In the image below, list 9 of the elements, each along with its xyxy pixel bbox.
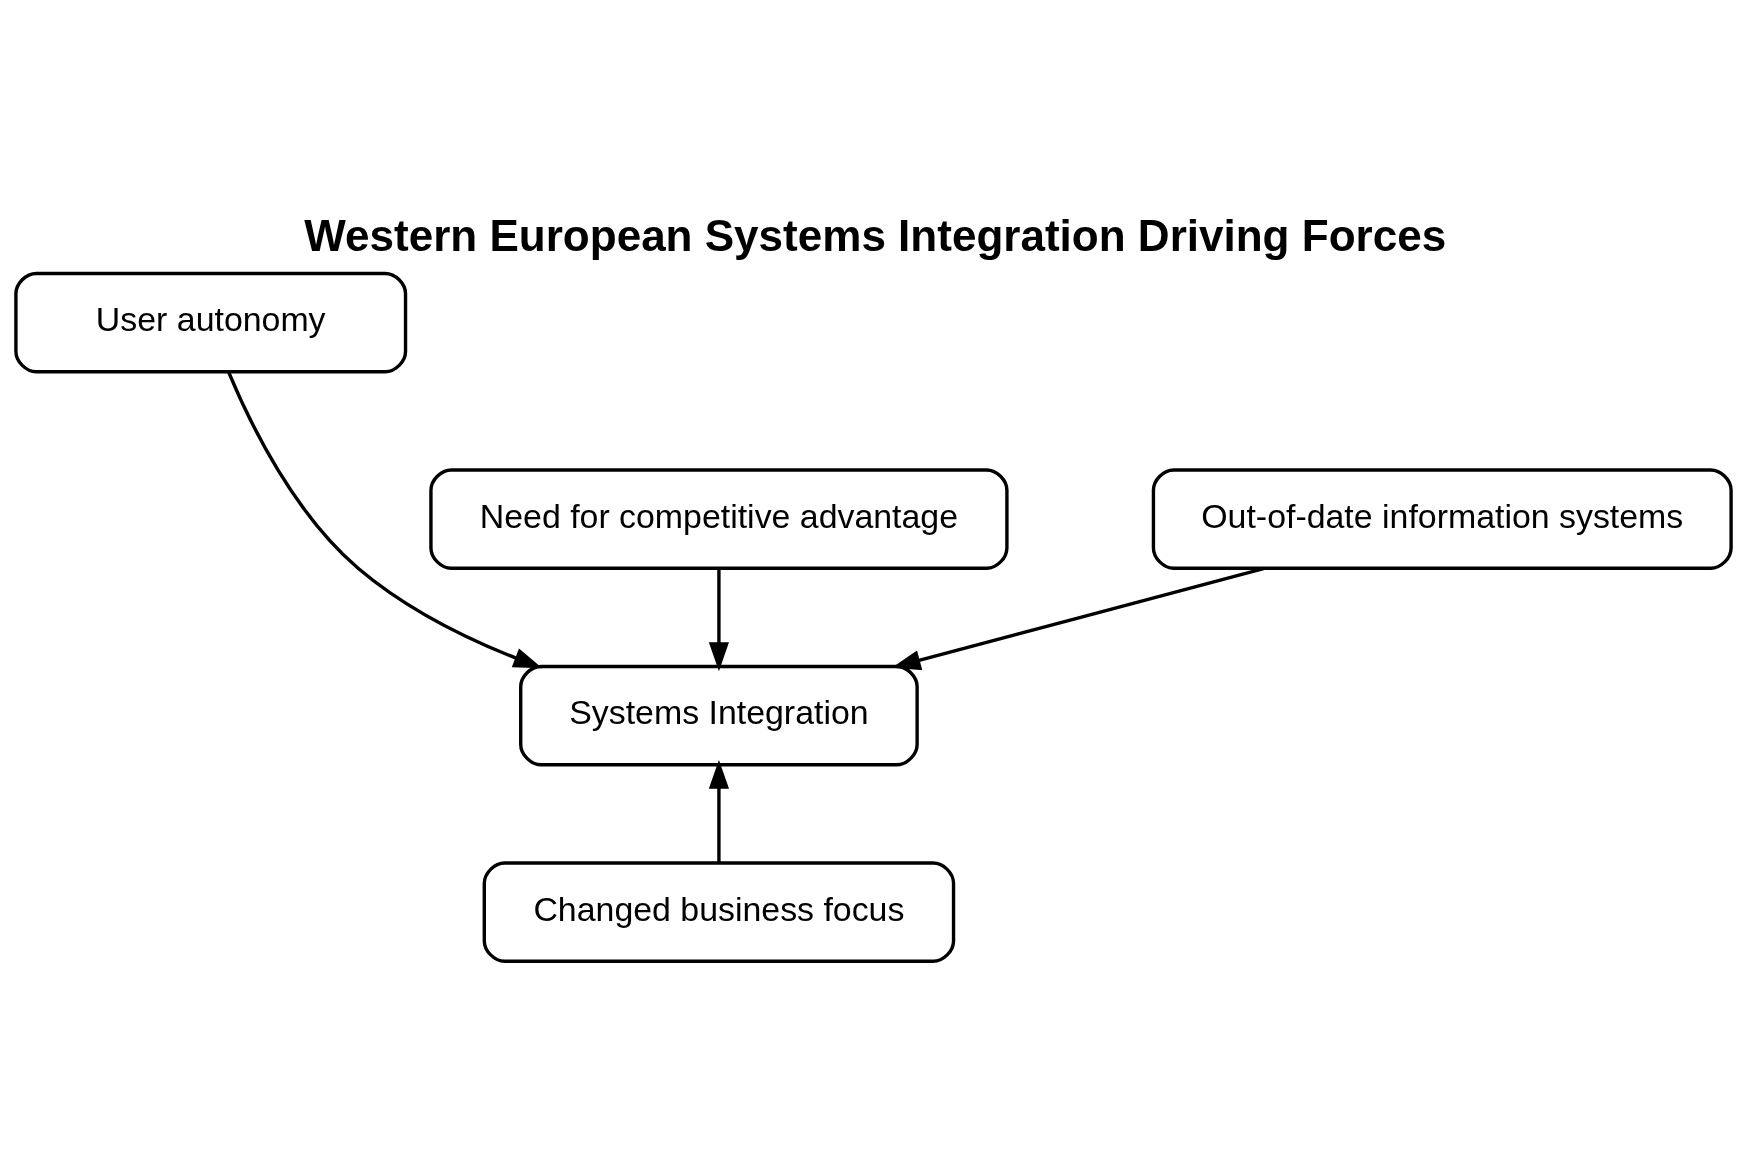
node-box: User autonomy (14, 271, 408, 373)
node-box: Systems Integration (519, 664, 919, 766)
arrow (708, 759, 729, 863)
arrow (708, 568, 729, 671)
diagram-title: Western European Systems Integration Driving Forces (304, 210, 1447, 260)
arrow (227, 370, 543, 668)
node-box: Out-of-date information systems (1151, 467, 1733, 570)
node-box: Changed business focus (482, 860, 956, 963)
node-box: Need for competitive advantage (429, 467, 1009, 570)
